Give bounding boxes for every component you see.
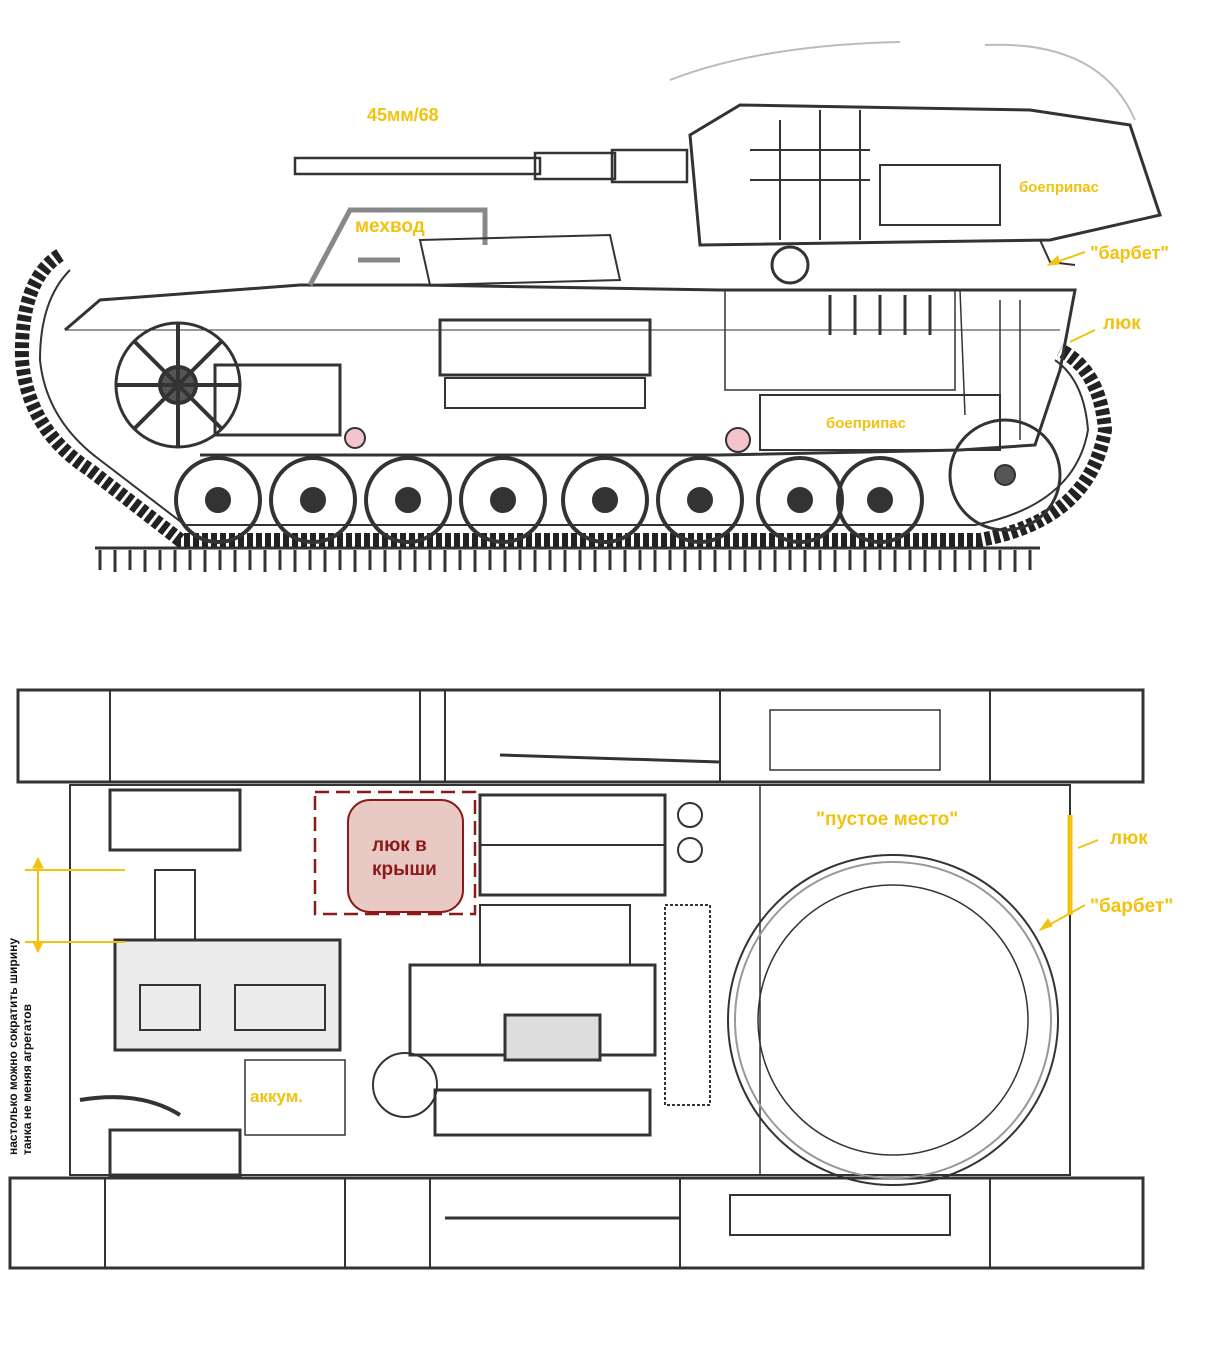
- battery-label: аккум.: [250, 1087, 304, 1106]
- upper-fender: [16, 688, 1145, 784]
- driver-label: мехвод: [355, 216, 425, 237]
- gun-barrel: [293, 148, 689, 184]
- lower-fender: [8, 1176, 1145, 1270]
- empty-space-label: "пустое место": [816, 809, 959, 830]
- roof-hatch-marker: [313, 790, 477, 916]
- top-view: [8, 688, 1145, 1270]
- engine-top: [372, 793, 711, 1137]
- barbette-arrow: [1046, 251, 1086, 266]
- roof-hatch-label: люк в крыши: [372, 835, 437, 880]
- ground-line: [95, 546, 1040, 572]
- gun-caliber-label: 45мм/68: [367, 105, 439, 125]
- hull-ammo-label: боеприпас: [826, 415, 906, 432]
- width-note: настолько можно сократить ширину танка н…: [6, 938, 35, 1155]
- hatch-bar: [1067, 815, 1099, 915]
- width-note-line2: танка не меняя агрегатов: [20, 1004, 35, 1155]
- front-sprocket: [114, 321, 242, 449]
- barbette-arrow-top: [1038, 904, 1086, 931]
- turret-ring: [727, 854, 1059, 1186]
- transmission: [79, 788, 346, 1177]
- side-barbette-label: "барбет": [1090, 243, 1169, 263]
- turret: [669, 41, 1162, 285]
- width-note-line1: настолько можно сократить ширину: [6, 937, 20, 1155]
- hull-top: [69, 784, 1071, 1176]
- rear-idler: [948, 418, 1062, 532]
- top-barbette-label: "барбет": [1090, 896, 1174, 917]
- width-bracket: [25, 856, 125, 954]
- side-hatch-label: люк: [1103, 313, 1141, 334]
- track: [14, 249, 1113, 547]
- top-hatch-label: люк: [1110, 828, 1148, 849]
- road-wheels: [174, 456, 924, 544]
- hull: [64, 207, 1077, 457]
- side-view: [14, 41, 1162, 572]
- hatch-arrow-side: [1069, 329, 1096, 343]
- turret-ammo-label: боеприпас: [1019, 179, 1099, 196]
